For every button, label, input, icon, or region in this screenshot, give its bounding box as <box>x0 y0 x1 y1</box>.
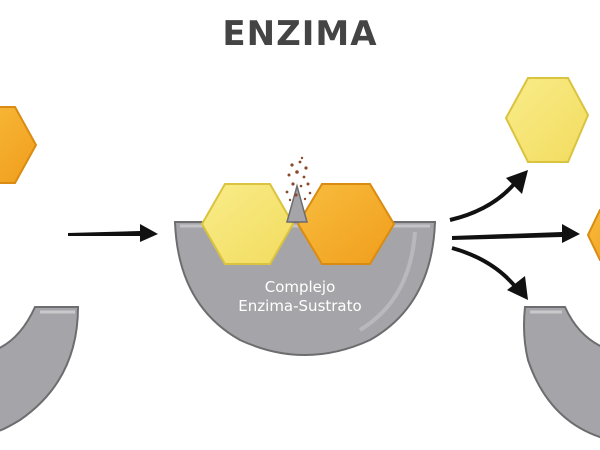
product-dark <box>586 209 600 261</box>
product-light <box>504 77 590 163</box>
arrow-down-right <box>451 246 528 300</box>
diagram-title: ENZIMA <box>222 14 378 54</box>
enzyme-left <box>0 306 80 432</box>
complex-label-line2: Enzima-Sustrato <box>238 297 362 315</box>
bond-wedge <box>286 183 308 223</box>
complex-label: Complejo Enzima-Sustrato <box>215 278 385 316</box>
arrow-right <box>452 224 580 243</box>
substrate-left <box>0 106 38 184</box>
substrate-center-dark <box>296 183 396 265</box>
arrow-to-complex <box>68 224 158 242</box>
arrow-up-right <box>449 170 528 222</box>
enzyme-right <box>523 306 600 439</box>
complex-label-line1: Complejo <box>264 278 336 296</box>
reaction-particles <box>285 156 312 202</box>
substrate-center-light <box>200 183 295 265</box>
